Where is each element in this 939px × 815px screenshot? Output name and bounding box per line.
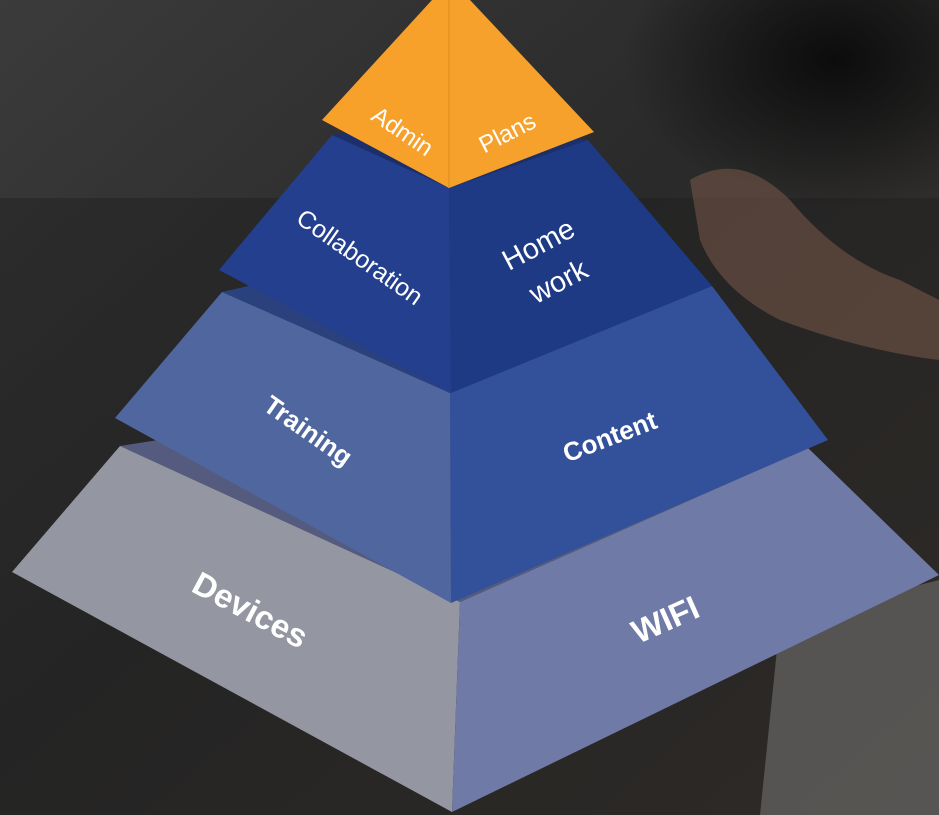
tier-1-right-face xyxy=(449,0,594,188)
background-hand xyxy=(690,168,939,360)
tier-1-left-face xyxy=(322,0,449,188)
tier-4-left-face xyxy=(12,446,460,812)
tier-3-left-face xyxy=(115,292,451,603)
tier-2-right-face xyxy=(449,140,712,393)
tier-2-left-face xyxy=(219,135,451,393)
tier-1: Admin Plans xyxy=(322,0,594,188)
tier-4-right-face xyxy=(452,448,939,812)
tier-3-right-face xyxy=(450,286,828,603)
